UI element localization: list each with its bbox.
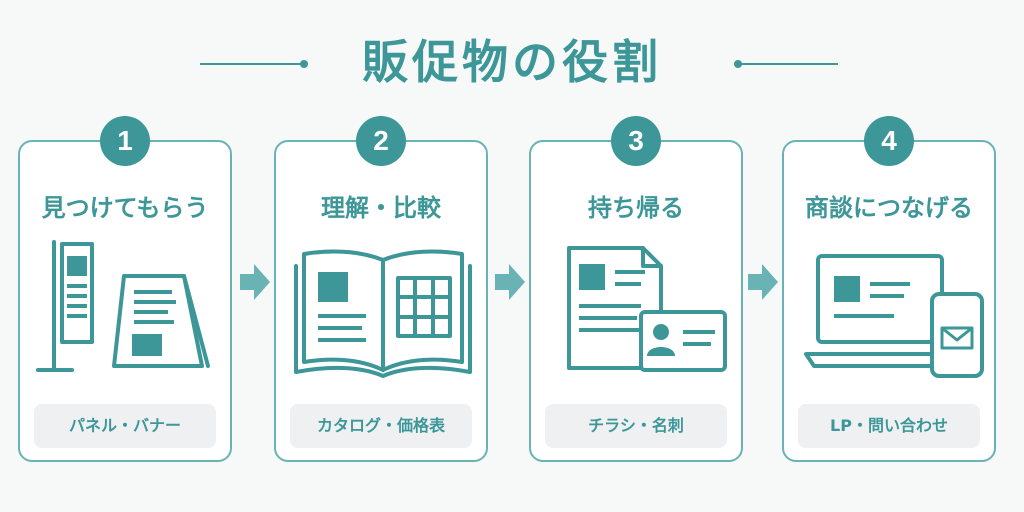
step-label-4: LP・問い合わせ xyxy=(798,404,980,448)
step-label-2: カタログ・価格表 xyxy=(290,404,472,448)
title-line-right xyxy=(740,63,838,65)
step-card-4: 商談につなげる LP・問い合わせ xyxy=(782,140,996,462)
arrow-right-icon xyxy=(748,264,778,300)
step-number-4: 4 xyxy=(864,116,914,166)
page-title: 販促物の役割 xyxy=(362,35,662,89)
step-title-3: 持ち帰る xyxy=(588,194,684,222)
step-title-4: 商談につなげる xyxy=(805,194,973,222)
step-title-2: 理解・比較 xyxy=(321,194,441,222)
open-catalog-icon xyxy=(294,249,472,378)
title-row: 販促物の役割 xyxy=(0,30,1024,94)
laptop-and-phone-icon xyxy=(804,254,984,378)
title-dot-right xyxy=(734,60,742,68)
arrow-right-icon xyxy=(240,264,270,300)
step-number-3: 3 xyxy=(611,116,661,166)
step-number-1: 1 xyxy=(100,116,150,166)
step-title-1: 見つけてもらう xyxy=(41,194,209,222)
arrow-right-icon xyxy=(495,264,525,300)
step-card-1: 見つけてもらう パネル・バナー xyxy=(18,140,232,462)
step-card-2: 理解・比較 カタログ・価格表 xyxy=(274,140,488,462)
flyer-and-business-card-icon xyxy=(567,246,727,372)
title-dot-left xyxy=(300,60,308,68)
banner-and-panel-icon xyxy=(36,240,210,372)
step-card-3: 持ち帰る チラシ・名刺 xyxy=(529,140,743,462)
step-label-1: パネル・バナー xyxy=(34,404,216,448)
step-number-2: 2 xyxy=(356,116,406,166)
step-label-3: チラシ・名刺 xyxy=(545,404,727,448)
title-line-left xyxy=(200,63,302,65)
